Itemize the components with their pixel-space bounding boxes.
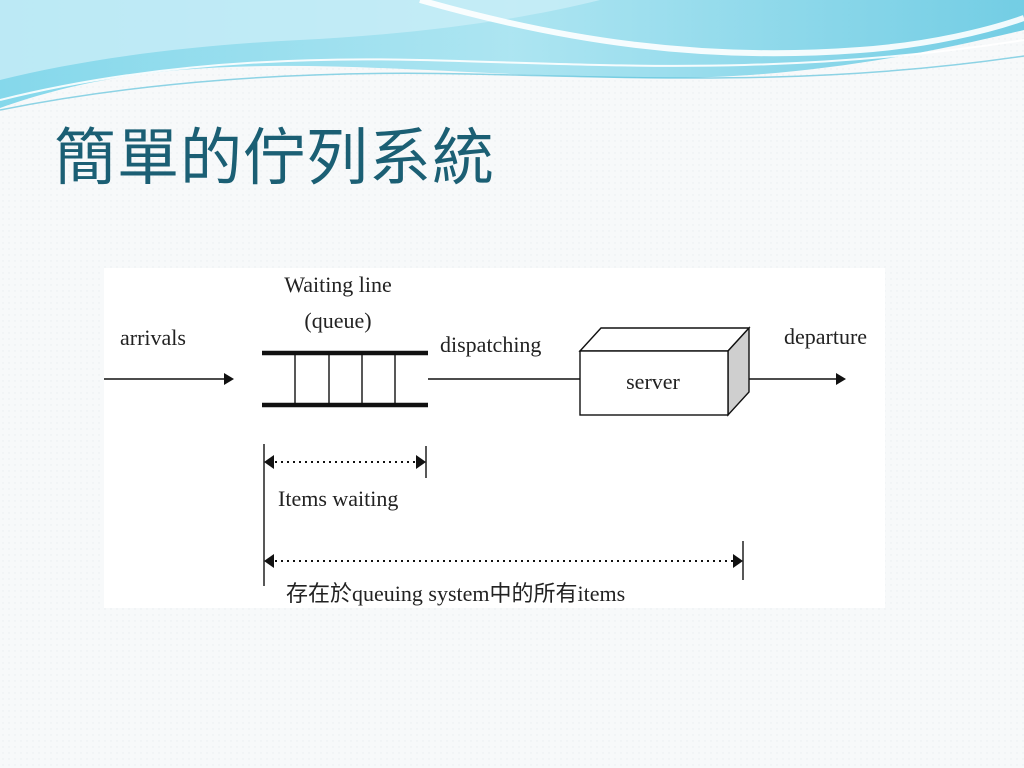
- label-dispatching: dispatching: [440, 332, 541, 357]
- departure-arrow: [749, 373, 846, 385]
- arrivals-arrow: [104, 373, 234, 385]
- label-queue: (queue): [304, 308, 371, 333]
- label-server: server: [626, 369, 680, 394]
- server-box: [578, 326, 751, 417]
- slide-title: 簡單的佇列系統: [54, 121, 496, 194]
- label-departure: departure: [784, 324, 867, 349]
- queue-diagram: Waiting line (queue) arrivals dispatchin…: [104, 268, 885, 608]
- label-waiting-line: Waiting line: [284, 272, 392, 297]
- queue-buffer: [262, 350, 428, 408]
- top-wave: [0, 0, 1024, 111]
- label-items-in-system: 存在於queuing system中的所有items: [286, 581, 625, 606]
- label-arrivals: arrivals: [120, 325, 186, 350]
- items-waiting-measure: [264, 446, 427, 478]
- items-in-system-measure: [264, 541, 744, 580]
- label-items-waiting: Items waiting: [278, 486, 398, 511]
